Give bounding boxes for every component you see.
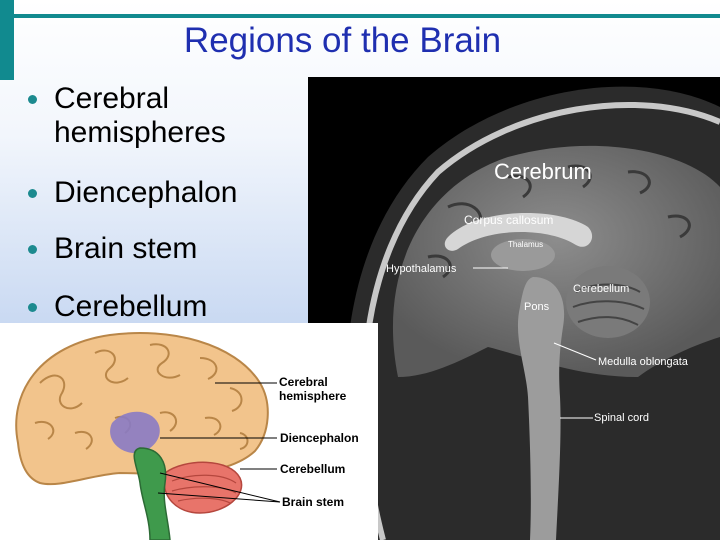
bullet-item-brain-stem: Brain stem — [26, 232, 197, 266]
bullet-text: Diencephalon — [54, 176, 237, 210]
bullet-dot-icon — [28, 189, 37, 198]
mri-label-hypothalamus: Hypothalamus — [386, 263, 456, 275]
illustration-label-brain-stem: Brain stem — [282, 495, 344, 509]
bullet-dot-icon — [28, 95, 37, 104]
bullet-text-line1: Cerebral — [54, 82, 226, 116]
mri-label-pons: Pons — [524, 301, 549, 313]
mri-label-spinal-cord: Spinal cord — [594, 412, 649, 424]
mri-label-medulla-oblongata: Medulla oblongata — [598, 356, 688, 368]
slide-title: Regions of the Brain — [0, 20, 685, 62]
mri-label-cerebrum: Cerebrum — [494, 159, 592, 185]
bullet-item-cerebral-hemispheres: Cerebral hemispheres — [26, 82, 226, 150]
illustration-label-line1: Cerebral — [279, 375, 346, 389]
bullet-text: Cerebellum — [54, 290, 207, 324]
mri-label-cerebellum: Cerebellum — [573, 283, 629, 295]
bullet-text-line2: hemispheres — [54, 116, 226, 150]
illustration-label-line2: hemisphere — [279, 389, 346, 403]
illustration-label-cerebral-hemisphere: Cerebral hemisphere — [279, 375, 346, 403]
illustration-label-diencephalon: Diencephalon — [280, 431, 359, 445]
accent-top-line — [14, 14, 720, 18]
bullet-item-cerebellum: Cerebellum — [26, 290, 207, 324]
bullet-dot-icon — [28, 303, 37, 312]
illustration-label-cerebellum: Cerebellum — [280, 462, 345, 476]
bullet-item-diencephalon: Diencephalon — [26, 176, 237, 210]
mri-label-thalamus: Thalamus — [508, 240, 543, 249]
bullet-text: Brain stem — [54, 232, 197, 266]
bullet-dot-icon — [28, 245, 37, 254]
mri-label-corpus-callosum: Corpus callosum — [464, 213, 553, 227]
brain-illustration: Cerebral hemisphere Diencephalon Cerebel… — [0, 323, 378, 540]
